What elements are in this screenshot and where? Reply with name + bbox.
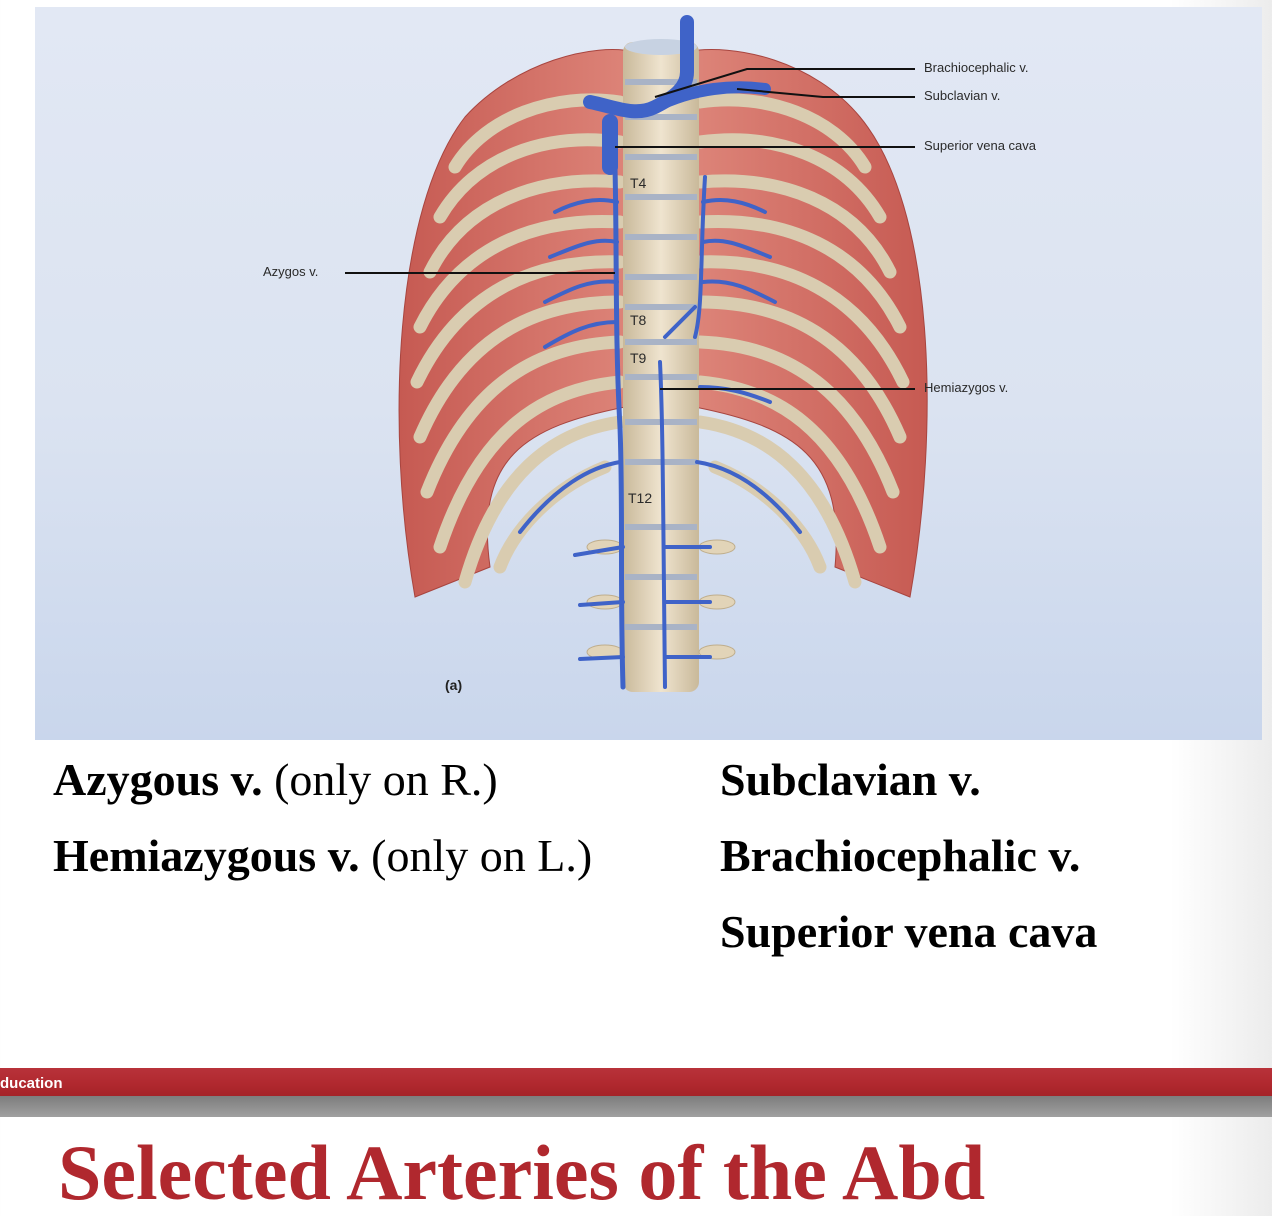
footer-brand-bar: ducation [0,1068,1272,1096]
vertebra-label-t12: T12 [628,490,653,506]
term-name: Superior vena cava [720,906,1098,957]
term-name: Hemiazygous v. [53,830,360,881]
term-superior-vena-cava: Superior vena cava [720,894,1097,970]
thoracic-veins-illustration [345,15,928,692]
vertebra-label-t8: T8 [630,312,647,328]
leader-lines [345,68,915,390]
term-subclavian: Subclavian v. [720,742,1097,818]
term-name: Subclavian v. [720,754,981,805]
panel-letter: (a) [445,677,463,693]
term-note: (only on L.) [359,830,593,881]
term-list-left: Azygous v. (only on R.) Hemiazygous v. (… [53,742,592,894]
ribs-left [410,93,627,589]
anatomy-figure: Brachiocephalic v. Subclavian v. Superio… [35,7,1262,740]
label-hemiazygos: Hemiazygos v. [924,380,1009,395]
term-brachiocephalic: Brachiocephalic v. [720,818,1097,894]
vertebra-label-t9: T9 [630,350,647,366]
vertebra-label-t4: T4 [630,175,647,191]
footer-gray-bar [0,1096,1272,1117]
label-brachiocephalic: Brachiocephalic v. [924,60,1029,75]
term-name: Brachiocephalic v. [720,830,1081,881]
term-hemiazygous: Hemiazygous v. (only on L.) [53,818,592,894]
term-azygous: Azygous v. (only on R.) [53,742,592,818]
label-superior-vena-cava: Superior vena cava [924,138,1037,153]
label-azygos: Azygos v. [263,264,319,279]
term-name: Azygous v. [53,754,263,805]
term-list-right: Subclavian v. Brachiocephalic v. Superio… [720,742,1097,970]
label-subclavian: Subclavian v. [924,88,1001,103]
footer-brand-text: ducation [0,1075,63,1092]
ribs-right [693,93,910,589]
next-slide-title: Selected Arteries of the Abd [58,1129,986,1216]
term-note: (only on R.) [262,754,498,805]
